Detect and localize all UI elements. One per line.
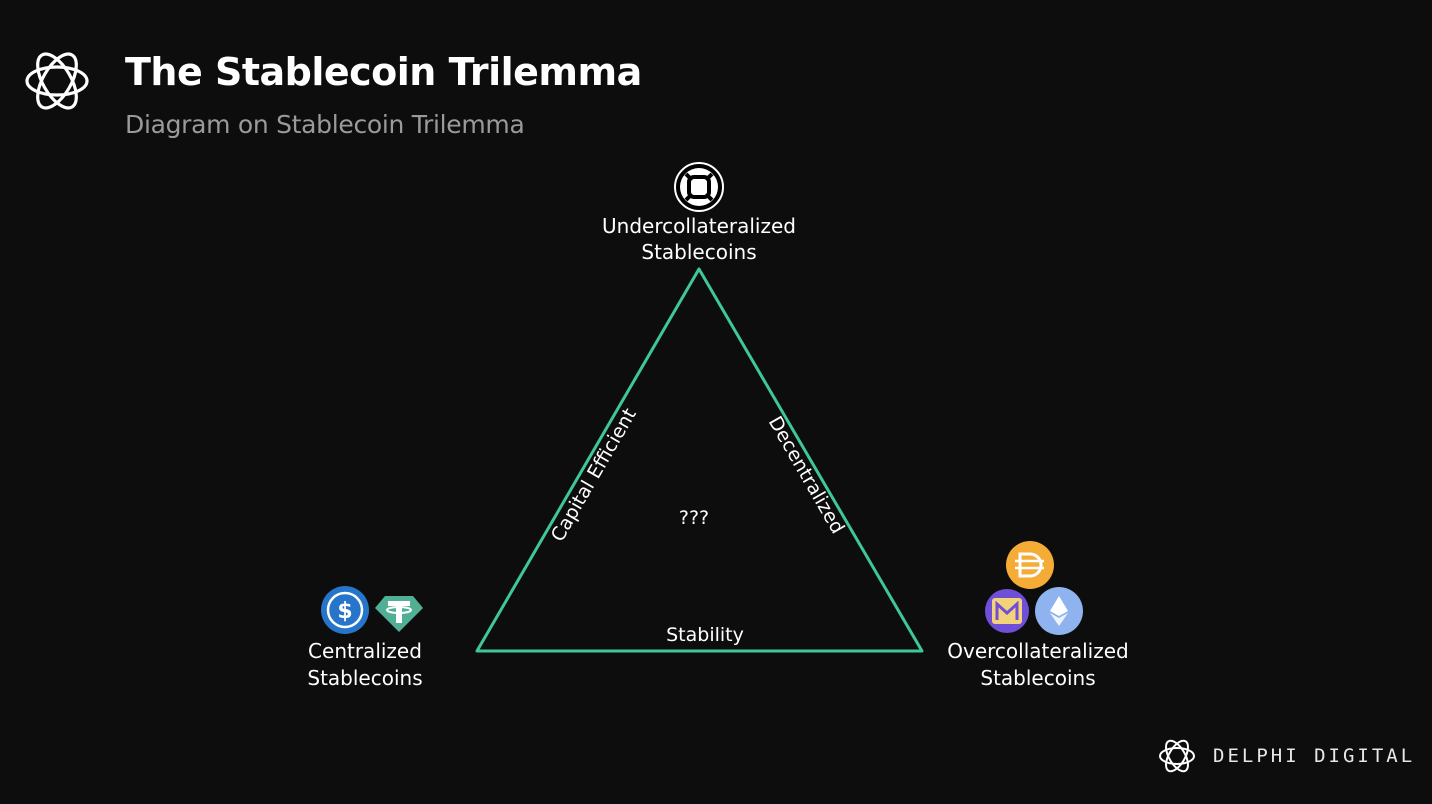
bottom-edge-label: Stability xyxy=(666,624,744,646)
tether-icon xyxy=(375,596,423,632)
usdc-icon: $ xyxy=(321,586,369,634)
top-node-label-line1: Undercollateralized xyxy=(602,214,796,238)
left-node-label-line2: Stablecoins xyxy=(307,666,422,690)
right-node-label-line1: Overcollateralized xyxy=(947,639,1129,663)
eth-icon xyxy=(1035,587,1083,635)
page-subtitle: Diagram on Stablecoin Trilemma xyxy=(125,110,525,139)
trilemma-triangle xyxy=(475,267,924,653)
right-node-label-line2: Stablecoins xyxy=(980,666,1095,690)
brand-footer: DELPHI DIGITAL xyxy=(1155,734,1415,778)
delphi-logo-icon xyxy=(25,52,89,110)
top-node-label-line2: Stablecoins xyxy=(641,240,756,264)
right-edge-label: Decentralized xyxy=(764,412,849,537)
mim-icon xyxy=(985,589,1029,633)
page-title: The Stablecoin Trilemma xyxy=(125,50,642,94)
center-question-label: ??? xyxy=(679,507,709,529)
svg-text:$: $ xyxy=(337,599,352,624)
delphi-logo-small-icon xyxy=(1159,739,1195,773)
left-edge-label: Capital Efficient xyxy=(547,405,641,546)
brand-name: DELPHI DIGITAL xyxy=(1213,745,1416,767)
dai-icon xyxy=(1006,541,1054,589)
frax-icon xyxy=(674,162,724,212)
left-node-label-line1: Centralized xyxy=(308,639,422,663)
